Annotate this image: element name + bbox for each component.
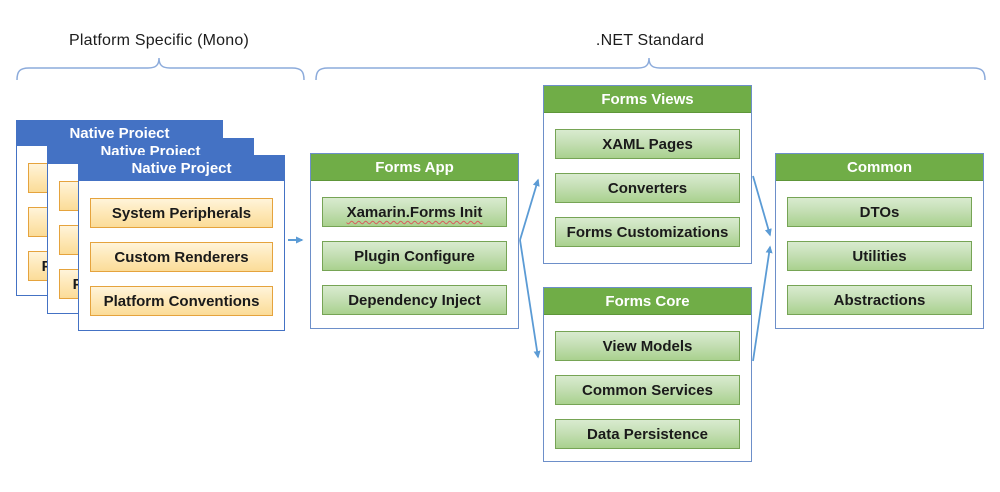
- forms-app-title: Forms App: [311, 154, 518, 181]
- item-view-models: View Models: [555, 331, 740, 361]
- brace-platform-specific: [16, 57, 305, 81]
- native-project-title: Native Project: [79, 156, 284, 181]
- native-project-card-front: Native Project System Peripherals Custom…: [78, 155, 285, 331]
- item-utilities: Utilities: [787, 241, 972, 271]
- brace-dotnet-standard: [315, 57, 986, 81]
- item-dtos: DTOs: [787, 197, 972, 227]
- bracket-label-platform-specific: Platform Specific (Mono): [69, 32, 249, 49]
- item-xaml-pages: XAML Pages: [555, 129, 740, 159]
- arrow-formscore-to-common: [752, 245, 773, 362]
- item-custom-renderers: Custom Renderers: [90, 242, 273, 272]
- item-forms-customizations: Forms Customizations: [555, 217, 740, 247]
- item-platform-conventions: Platform Conventions: [90, 286, 273, 316]
- common-box: Common DTOs Utilities Abstractions: [775, 153, 984, 329]
- arrow-formsviews-to-common: [752, 175, 772, 237]
- forms-views-title: Forms Views: [544, 86, 751, 113]
- item-dependency-inject: Dependency Inject: [322, 285, 507, 315]
- forms-views-body: XAML Pages Converters Forms Customizatio…: [544, 113, 751, 247]
- item-xamarin-forms-init: Xamarin.Forms Init: [322, 197, 507, 227]
- item-common-services: Common Services: [555, 375, 740, 405]
- item-abstractions: Abstractions: [787, 285, 972, 315]
- arrow-formsapp-to-formscore: [519, 239, 541, 359]
- forms-core-title: Forms Core: [544, 288, 751, 315]
- common-title: Common: [776, 154, 983, 181]
- item-converters: Converters: [555, 173, 740, 203]
- forms-app-box: Forms App Xamarin.Forms Init Plugin Conf…: [310, 153, 519, 329]
- xamarin-forms-init-label: Xamarin.Forms Init: [346, 204, 483, 221]
- item-data-persistence: Data Persistence: [555, 419, 740, 449]
- forms-views-box: Forms Views XAML Pages Converters Forms …: [543, 85, 752, 264]
- arrow-formsapp-to-formsviews: [519, 178, 540, 241]
- forms-app-body: Xamarin.Forms Init Plugin Configure Depe…: [311, 181, 518, 315]
- bracket-label-dotnet-standard: .NET Standard: [595, 32, 705, 49]
- item-plugin-configure: Plugin Configure: [322, 241, 507, 271]
- forms-core-box: Forms Core View Models Common Services D…: [543, 287, 752, 462]
- native-project-body: System Peripherals Custom Renderers Plat…: [79, 181, 284, 316]
- common-body: DTOs Utilities Abstractions: [776, 181, 983, 315]
- forms-core-body: View Models Common Services Data Persist…: [544, 315, 751, 449]
- item-system-peripherals: System Peripherals: [90, 198, 273, 228]
